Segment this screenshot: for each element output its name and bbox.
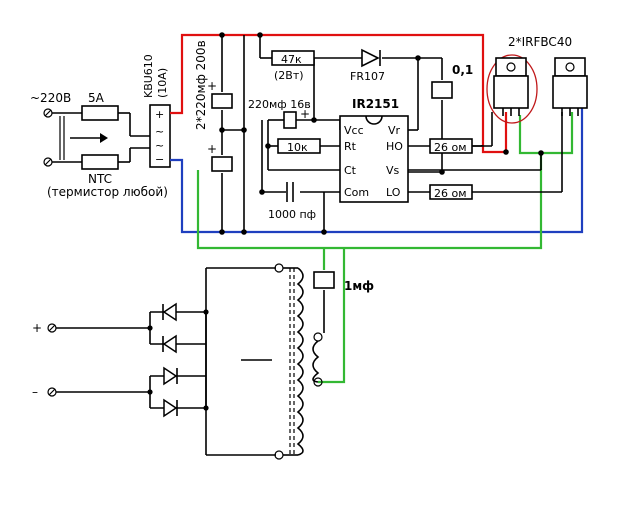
fuse [81, 105, 119, 121]
output-wiring: 1мф [205, 248, 374, 460]
ic-pin-rt: Rt [344, 140, 357, 153]
ic-pin-lo: LO [386, 186, 401, 199]
ic-pin-vr: Vr [388, 124, 401, 137]
dropper-resistor: 47к (2Вт) [271, 50, 315, 82]
bulk-cap-upper [211, 93, 233, 109]
ic-body [339, 115, 409, 203]
output-diode-3-icon [163, 366, 178, 386]
arrow-head-icon [100, 133, 108, 143]
gate-resistor-high-value: 26 ом [434, 141, 467, 154]
bridge-current: (10A) [156, 68, 169, 98]
timing-resistor-value: 10к [287, 141, 308, 154]
output-cap-label: 1мф [344, 279, 374, 293]
ntc-label: NTC [88, 172, 112, 186]
gate-resistor-low-value: 26 ом [434, 187, 467, 200]
gate-resistor-high [429, 138, 473, 154]
vcc-capacitor: 220мф 16в + [248, 98, 311, 129]
bridge-ac2-pin: ~ [155, 139, 164, 152]
ic-pin-com: Com [344, 186, 369, 199]
mosfets: 2*IRFBC40 [486, 35, 588, 124]
output-plus-label: + [32, 321, 42, 335]
gate-resistor-low [429, 184, 473, 200]
ntc-thermistor [81, 154, 119, 170]
diode-triangle-icon [361, 48, 380, 68]
timing-network: 10к 1000 пф [268, 138, 321, 221]
control-wiring [221, 35, 563, 232]
mosfet-2-tab [554, 57, 586, 77]
ntc-note: (термистор любой) [47, 185, 168, 199]
vcc-cap-label: 220мф 16в [248, 98, 311, 111]
ic-pin-ct: Ct [344, 164, 357, 177]
negative-rail [170, 100, 584, 234]
vcc-cap-body [283, 111, 297, 129]
output-cap [313, 271, 335, 289]
dropper-resistor-value: 47к [281, 53, 302, 66]
ic-ir2151: IR2151 Vcc Vr Rt HO Ct Vs Com LO [339, 97, 409, 203]
fuse-label: 5А [88, 91, 105, 105]
diode-label: FR107 [350, 70, 385, 83]
bootstrap-cap-label: 0,1 [452, 63, 473, 77]
secondary-winding [296, 267, 304, 456]
mosfets-label: 2*IRFBC40 [508, 35, 572, 49]
mosfet-2-body [552, 75, 588, 109]
dropper-resistor-power: (2Вт) [274, 69, 304, 82]
bulk-caps-label: 2*220мф 200в [194, 40, 208, 130]
bridge-ac1-pin: ~ [155, 125, 164, 138]
junction-dots [219, 32, 544, 235]
ic-pin-vs: Vs [386, 164, 400, 177]
vcc-cap-plus: + [300, 107, 310, 121]
output-diode-1-icon [162, 302, 177, 322]
gate-resistors: 26 ом 26 ом [429, 138, 473, 200]
mains-input: ~220В 5А NTC (термистор любой) [30, 91, 168, 199]
primary-winding [312, 340, 320, 383]
output-diode-4-icon [163, 398, 178, 418]
timing-resistor [277, 138, 321, 154]
mains-label: ~220В [30, 91, 71, 105]
ic-notch-icon [365, 115, 383, 125]
bridge-plus-pin: + [155, 108, 164, 121]
bulk-cap-lower-plus: + [207, 142, 217, 156]
output-diode-2-icon [162, 334, 177, 354]
bridge-minus-pin: − [155, 153, 164, 166]
bootstrap-cap-body [431, 81, 453, 99]
bulk-capacitors: + + 2*220мф 200в [194, 40, 233, 172]
output-minus-label: – [32, 385, 38, 399]
mosfet-highlight [486, 54, 538, 124]
dropper-resistor-body [271, 50, 315, 66]
ic-pin-vcc: Vcc [344, 124, 364, 137]
ic-label: IR2151 [352, 97, 399, 111]
timing-cap-value: 1000 пф [268, 208, 316, 221]
bootstrap-capacitor: 0,1 [431, 63, 473, 99]
bulk-cap-upper-plus: + [207, 79, 217, 93]
midpoint-to-center-tap [196, 153, 543, 250]
ic-pin-ho: HO [386, 140, 403, 153]
transformer [289, 267, 320, 456]
mosfet-1-body [493, 75, 529, 109]
bridge-rectifier: + ~ ~ − KBU610 (10A) [142, 54, 171, 168]
bridge-name: KBU610 [142, 54, 155, 98]
output-rectifier: + – [32, 302, 209, 418]
half-bridge-node-top [518, 112, 574, 155]
bootstrap-diode: FR107 [350, 48, 385, 83]
bridge-body [149, 104, 171, 168]
bulk-cap-lower [211, 156, 233, 172]
mosfet-1-tab [495, 57, 527, 77]
